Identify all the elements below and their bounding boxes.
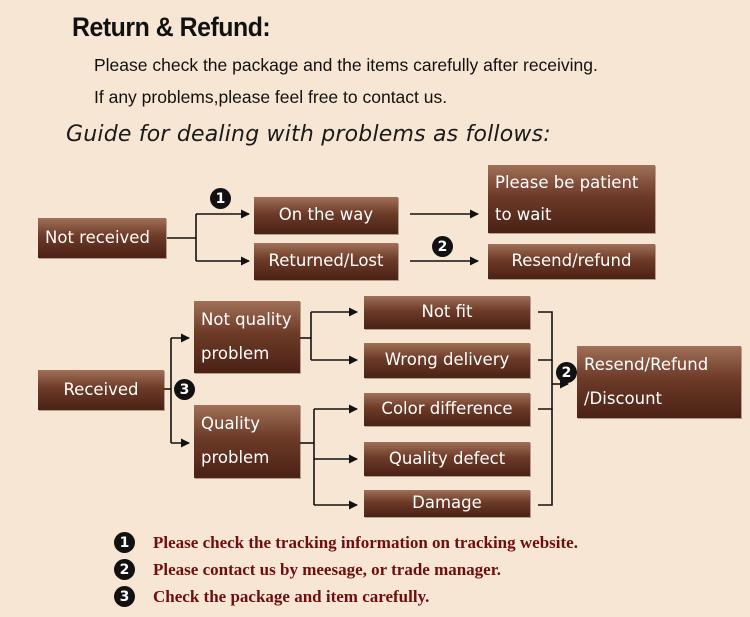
quality-label-line-2: problem — [201, 448, 270, 468]
page-title: Return & Refund: — [72, 12, 271, 42]
quality-problem-box: Quality problem — [194, 405, 300, 478]
resend-refund-label: Resend/refund — [511, 251, 632, 271]
intro-line-1: Please check the package and the items c… — [94, 55, 598, 75]
badge-1-icon: 1 — [210, 188, 231, 209]
received-box: Received — [38, 370, 164, 410]
patient-label-line-2: to wait — [495, 204, 552, 224]
on-the-way-box: On the way — [254, 197, 398, 234]
patient-label-line-1: Please be patient — [495, 172, 639, 192]
on-the-way-label: On the way — [278, 205, 374, 225]
not-quality-label-line-1: Not quality — [201, 309, 292, 329]
not-quality-label-line-2: problem — [201, 343, 270, 363]
note-3-text: Check the package and item carefully. — [153, 587, 430, 606]
quality-defect-box: Quality defect — [364, 442, 530, 476]
damage-label: Damage — [412, 493, 482, 513]
patient-box: Please be patient to wait — [488, 165, 655, 233]
not-fit-box: Not fit — [364, 296, 530, 329]
not-received-box: Not received — [38, 218, 166, 258]
wrong-delivery-box: Wrong delivery — [364, 343, 530, 378]
wrong-delivery-label: Wrong delivery — [384, 350, 510, 370]
resend-refund-discount-line-2: /Discount — [584, 388, 662, 408]
badge-3-icon: 3 — [174, 379, 195, 400]
note-2-text: Please contact us by meesage, or trade m… — [153, 560, 501, 579]
note-2-badge-icon: 2 — [114, 559, 135, 580]
badge-2-icon: 2 — [432, 236, 453, 257]
received-label: Received — [63, 379, 139, 399]
note-1-text: Please check the tracking information on… — [153, 533, 578, 552]
damage-box: Damage — [364, 490, 530, 517]
intro-line-2: If any problems,please feel free to cont… — [94, 87, 448, 107]
color-difference-label: Color difference — [381, 399, 513, 419]
not-quality-problem-box: Not quality problem — [194, 301, 300, 373]
bracket-not-quality-results — [538, 311, 553, 361]
not-fit-label: Not fit — [421, 302, 473, 322]
resend-refund-box: Resend/refund — [488, 244, 655, 279]
not-received-label: Not received — [45, 227, 150, 247]
guide-heading: Guide for dealing with problems as follo… — [66, 122, 551, 147]
note-3-badge-icon: 3 — [114, 586, 135, 607]
returned-lost-box: Returned/Lost — [254, 243, 398, 280]
note-1-badge-icon: 1 — [114, 532, 135, 553]
resend-refund-discount-line-1: Resend/Refund — [584, 354, 709, 374]
bracket-quality-results — [538, 408, 553, 506]
resend-refund-discount-box: Resend/Refund /Discount — [577, 346, 741, 418]
quality-label-line-1: Quality — [201, 413, 260, 433]
quality-defect-label: Quality defect — [388, 448, 506, 468]
color-difference-box: Color difference — [364, 393, 530, 426]
returned-lost-label: Returned/Lost — [268, 251, 384, 271]
badge-2-icon-right: 2 — [556, 362, 577, 383]
